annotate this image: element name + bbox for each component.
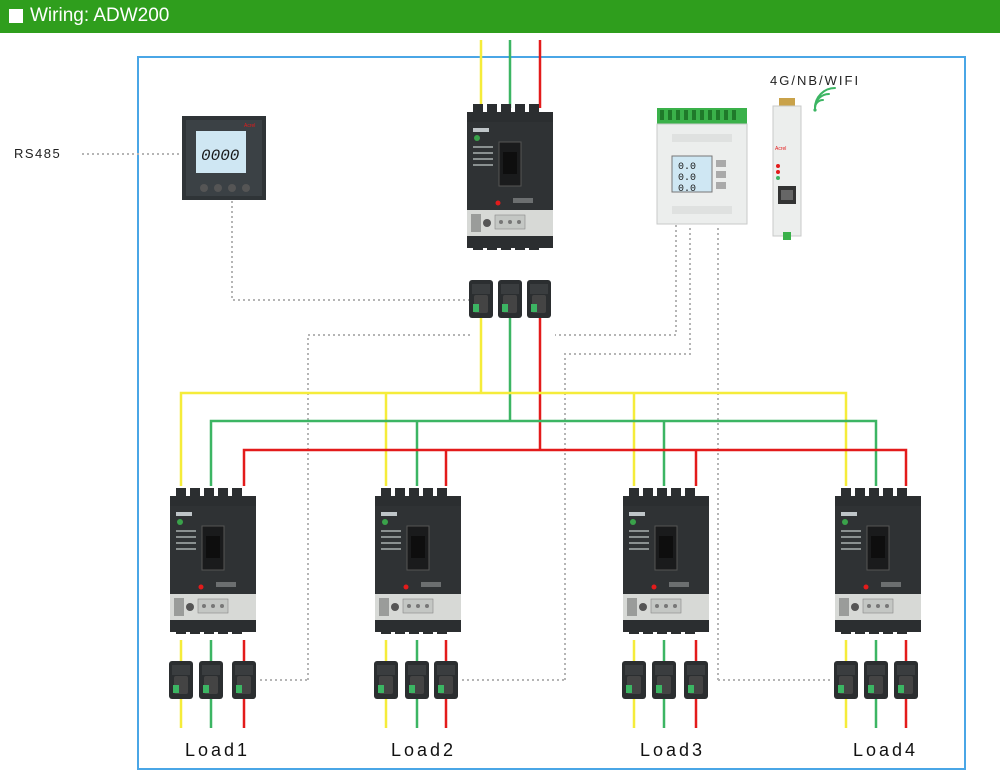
- header-square-icon: [9, 9, 23, 23]
- panel-meter: Acrel 0000: [182, 116, 266, 200]
- network-label: 4G/NB/WIFI: [770, 73, 861, 88]
- wifi-icon: [813, 87, 836, 112]
- load-label-4: Load4: [853, 740, 919, 760]
- ct-load1-c: [232, 661, 256, 699]
- ct-load3-b: [652, 661, 676, 699]
- svg-text:0.0: 0.0: [678, 184, 696, 195]
- breaker-load-1: [169, 487, 257, 635]
- signal-wires: [82, 153, 830, 681]
- meter-brand-text: Acrel: [244, 123, 255, 129]
- bus-wiring: [179, 318, 908, 486]
- gateway-brand-text: Acrel: [775, 146, 786, 152]
- breaker-load-2: [374, 487, 462, 635]
- ct-load4-c: [894, 661, 918, 699]
- load-label-1: Load1: [185, 740, 251, 760]
- main-phases: [479, 40, 542, 108]
- ct-load2-c: [434, 661, 458, 699]
- rs485-label: RS485: [14, 146, 62, 161]
- breaker-load-4: [834, 487, 922, 635]
- header-title: Wiring: ADW200: [30, 5, 170, 26]
- header-bar: Wiring: ADW200: [0, 0, 1000, 33]
- main-breaker: [466, 103, 554, 251]
- wireless-gateway: Acrel: [772, 98, 802, 240]
- svg-text:0.0: 0.0: [678, 162, 696, 173]
- ct-load3-a: [622, 661, 646, 699]
- load-label-3: Load3: [640, 740, 706, 760]
- ct-load1-a: [169, 661, 193, 699]
- load-label-2: Load2: [391, 740, 457, 760]
- main-cts: [469, 280, 551, 318]
- ct-load4-b: [864, 661, 888, 699]
- meter-display-text: 0000: [201, 147, 240, 165]
- ct-load2-a: [374, 661, 398, 699]
- adw200-meter: 0.0 0.0 0.0: [656, 108, 748, 225]
- ct-load3-c: [684, 661, 708, 699]
- load-wires: [179, 640, 908, 728]
- ct-load2-b: [405, 661, 429, 699]
- main-ct-1: [469, 280, 493, 318]
- ct-load4-a: [834, 661, 858, 699]
- main-ct-3: [527, 280, 551, 318]
- diagram-frame: [137, 56, 966, 770]
- svg-text:0.0: 0.0: [678, 173, 696, 184]
- breaker-load-3: [622, 487, 710, 635]
- ct-load1-b: [199, 661, 223, 699]
- main-ct-2: [498, 280, 522, 318]
